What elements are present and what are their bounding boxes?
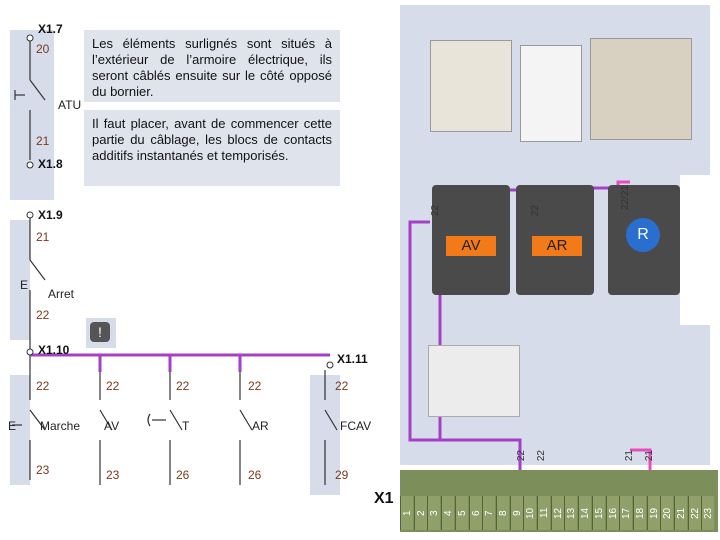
wire-label: 21 [624, 450, 635, 462]
terminal-block-cell: 21 [674, 496, 687, 530]
terminal-block-cell: 19 [646, 496, 660, 530]
terminal-x1-9: X1.9 [38, 208, 63, 222]
terminal-block-cell: 16 [605, 496, 619, 530]
terminal-x1-8: X1.8 [38, 157, 63, 171]
wire-label: 22 [516, 450, 527, 462]
transformer-photo [590, 38, 692, 140]
wire-number: 21 [36, 134, 50, 148]
terminal-block-cell: 2 [413, 496, 427, 530]
terminal-block-cell: 9 [509, 496, 523, 530]
terminal-block-cell: 13 [564, 496, 578, 530]
wire-label: 22 [536, 450, 547, 462]
terminal-block-cell: 6 [468, 496, 482, 530]
terminal-block-cell: 20 [660, 496, 674, 530]
device-label-arret: Arret [48, 287, 75, 301]
terminal-x1-7: X1.7 [38, 22, 63, 36]
terminal-block-cell: 22 [687, 496, 701, 530]
transformer-photo [430, 40, 512, 132]
wire-number: 22 [36, 308, 50, 322]
terminal-block-name: X1 [374, 490, 394, 507]
wire-number: 22 [248, 379, 262, 393]
wire-number: 21 [36, 230, 50, 244]
terminal-x1-10: X1.10 [38, 343, 70, 357]
wire-label: 22 [530, 205, 541, 217]
wire-number: 23 [106, 468, 120, 482]
terminal-block-cell: 8 [495, 496, 509, 530]
timer-label: R [626, 218, 660, 252]
info-icon: ! [90, 322, 110, 342]
highlight-bar-stop [10, 220, 30, 340]
terminal-block-cell: 17 [619, 496, 633, 530]
wire-number: 20 [36, 42, 50, 56]
wire-label: 21 [644, 450, 655, 462]
device-label-e: E [20, 278, 29, 292]
wire-number: 22 [36, 379, 50, 393]
wire-number: 22 [335, 379, 349, 393]
device-label-atu: ATU [58, 98, 82, 112]
wire-number: 23 [36, 463, 50, 477]
terminal-block-cell: 4 [441, 496, 455, 530]
thermal-relay-photo [428, 345, 520, 417]
device-label-av: AV [104, 419, 120, 433]
highlight-bar-start [10, 375, 30, 485]
device-label-ar: AR [252, 419, 269, 433]
highlight-bar-atu [10, 30, 54, 200]
terminal-block-cell: 10 [523, 496, 537, 530]
terminal-block-cell: 23 [701, 496, 715, 530]
terminal-block-cell: 11 [537, 496, 550, 530]
terminal-block-cell: 14 [578, 496, 592, 530]
terminal-block-cell: 3 [427, 496, 441, 530]
contactor-label: AV [446, 236, 496, 256]
wire-number: 22 [106, 379, 120, 393]
wire-number: 29 [335, 468, 349, 482]
terminal-block-cell: 12 [550, 496, 564, 530]
terminal-block-cell: 1 [400, 496, 413, 530]
device-label-marche: Marche [40, 419, 81, 433]
note-contact-blocks: Il faut placer, avant de commencer cette… [84, 110, 340, 186]
wire-number: 26 [248, 468, 262, 482]
terminal-block-cell: 15 [591, 496, 605, 530]
contactor-label: AR [532, 236, 582, 256]
terminal-block-cell: 7 [482, 496, 496, 530]
wire-number: 26 [176, 468, 190, 482]
breaker-photo [520, 45, 582, 142]
device-label-fcav: FCAV [340, 419, 372, 433]
terminal-block-cell: 5 [454, 496, 468, 530]
wire-label: 22 [430, 205, 441, 217]
terminal-x1-11: X1.11 [337, 352, 368, 366]
terminal-block-cell: 18 [632, 496, 646, 530]
note-outside-cabinet: Les éléments surlignés sont situés à l’e… [84, 30, 340, 102]
wire-number: 22 [176, 379, 190, 393]
wire-label: 22/21 [620, 185, 631, 211]
device-label-t: T [182, 419, 190, 433]
device-label-e: E [8, 419, 17, 433]
